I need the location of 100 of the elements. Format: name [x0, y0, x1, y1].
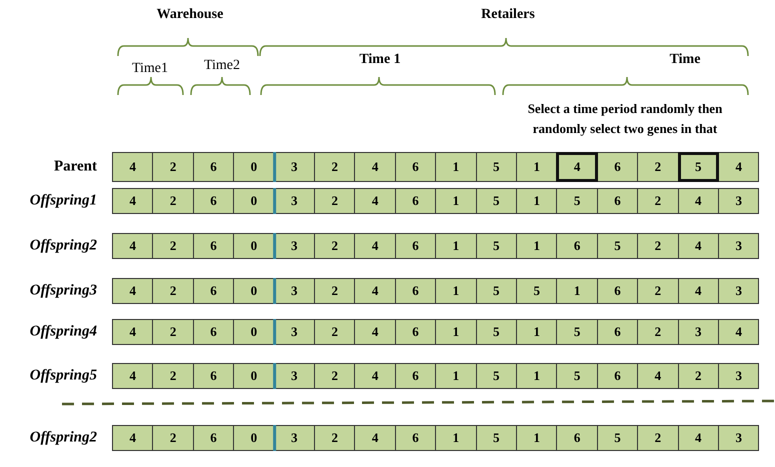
row-label: Offspring1 — [30, 192, 97, 210]
gene-cell: 4 — [354, 278, 396, 304]
gene-cell: 5 — [556, 188, 598, 214]
gene-cell: 1 — [435, 233, 477, 259]
period-label: Time 1 — [359, 52, 401, 68]
gene-cell: 1 — [435, 188, 477, 214]
gene-cell: 1 — [435, 152, 477, 182]
gene-cell: 1 — [516, 425, 558, 451]
row-label: Offspring4 — [30, 324, 97, 340]
gene-cell: 3 — [718, 188, 760, 214]
gene-cell: 2 — [152, 363, 194, 389]
gene-cell: 4 — [354, 233, 396, 259]
gene-cell: 6 — [192, 152, 234, 182]
gene-cell: 5 — [596, 233, 638, 259]
gene-cell: 6 — [394, 363, 436, 389]
row-label: Parent — [54, 158, 97, 176]
gene-cell: 1 — [516, 363, 558, 389]
gene-cell: 2 — [314, 278, 356, 304]
gene-cell: 3 — [718, 363, 760, 389]
gene-cell: 6 — [596, 319, 638, 345]
gene-cell: 6 — [394, 152, 436, 182]
gene-cell: 6 — [556, 233, 598, 259]
gene-cell: 4 — [637, 363, 679, 389]
gene-cell: 5 — [476, 425, 517, 451]
gene-cell: 1 — [435, 425, 477, 451]
gene-cell: 2 — [314, 363, 356, 389]
gene-cell: 6 — [192, 425, 234, 451]
gene-cell: 4 — [354, 188, 396, 214]
gene-cell: 2 — [314, 233, 356, 259]
gene-cell: 4 — [354, 363, 396, 389]
gene-cell: 6 — [394, 319, 436, 345]
gene-cell: 2 — [678, 363, 719, 389]
note-text: Select a time period randomly then randomly select two genes in that — [526, 100, 724, 138]
gene-cell: 4 — [678, 188, 719, 214]
gene-cell: 2 — [314, 425, 356, 451]
gene-cell: 6 — [556, 425, 598, 451]
gene-cell: 2 — [152, 188, 194, 214]
gene-cell: 3 — [274, 188, 315, 214]
gene-cell: 6 — [596, 363, 638, 389]
gene-cell: 6 — [596, 278, 638, 304]
gene-cell: 3 — [274, 363, 315, 389]
gene-cell: 0 — [233, 363, 275, 389]
gene-cell: 4 — [556, 152, 598, 182]
gene-cell: 0 — [233, 319, 275, 345]
gene-cell: 1 — [435, 278, 477, 304]
gene-cell: 6 — [192, 363, 234, 389]
gene-cell: 1 — [435, 319, 477, 345]
gene-cell: 0 — [233, 425, 275, 451]
gene-cell: 4 — [678, 425, 719, 451]
gene-cell: 1 — [516, 233, 558, 259]
gene-cell: 1 — [516, 188, 558, 214]
period-label: Time1 — [132, 61, 168, 77]
gene-cell: 0 — [233, 152, 275, 182]
gene-cell: 5 — [596, 425, 638, 451]
gene-cell: 2 — [637, 319, 679, 345]
gene-cell: 2 — [637, 152, 679, 182]
gene-cell: 2 — [152, 278, 194, 304]
period-label: Time2 — [204, 58, 240, 74]
gene-cell: 4 — [354, 425, 396, 451]
gene-cell: 6 — [394, 278, 436, 304]
gene-cell: 4 — [354, 152, 396, 182]
gene-cell: 4 — [718, 152, 760, 182]
gene-cell: 0 — [233, 188, 275, 214]
gene-cell: 0 — [233, 233, 275, 259]
gene-cell: 4 — [718, 319, 760, 345]
period-label: Time — [670, 52, 700, 68]
gene-cell: 2 — [152, 425, 194, 451]
gene-cell: 1 — [556, 278, 598, 304]
gene-cell: 6 — [596, 152, 638, 182]
gene-cell: 4 — [678, 233, 719, 259]
gene-cell: 3 — [274, 319, 315, 345]
gene-cell: 5 — [476, 363, 517, 389]
gene-cell: 3 — [274, 278, 315, 304]
gene-cell: 2 — [152, 152, 194, 182]
gene-cell: 5 — [476, 233, 517, 259]
gene-cell: 5 — [556, 363, 598, 389]
gene-cell: 3 — [274, 233, 315, 259]
gene-cell: 2 — [314, 319, 356, 345]
gene-cell: 4 — [354, 319, 396, 345]
gene-cell: 4 — [112, 278, 154, 304]
gene-cell: 2 — [637, 425, 679, 451]
gene-cell: 6 — [192, 278, 234, 304]
gene-cell: 5 — [476, 152, 517, 182]
gene-cell: 4 — [678, 278, 719, 304]
gene-cell: 3 — [274, 152, 315, 182]
gene-cell: 6 — [192, 188, 234, 214]
gene-cell: 3 — [274, 425, 315, 451]
gene-cell: 5 — [476, 319, 517, 345]
row-label: Offspring2 — [30, 430, 97, 446]
gene-cell: 2 — [637, 233, 679, 259]
gene-cell: 4 — [112, 188, 154, 214]
gene-cell: 6 — [192, 233, 234, 259]
gene-cell: 5 — [516, 278, 558, 304]
gene-cell: 6 — [596, 188, 638, 214]
gene-cell: 2 — [152, 233, 194, 259]
row-label: Offspring3 — [30, 282, 97, 300]
gene-cell: 4 — [112, 233, 154, 259]
gene-cell: 3 — [718, 233, 760, 259]
gene-cell: 1 — [435, 363, 477, 389]
group-heading: Retailers — [481, 7, 535, 23]
